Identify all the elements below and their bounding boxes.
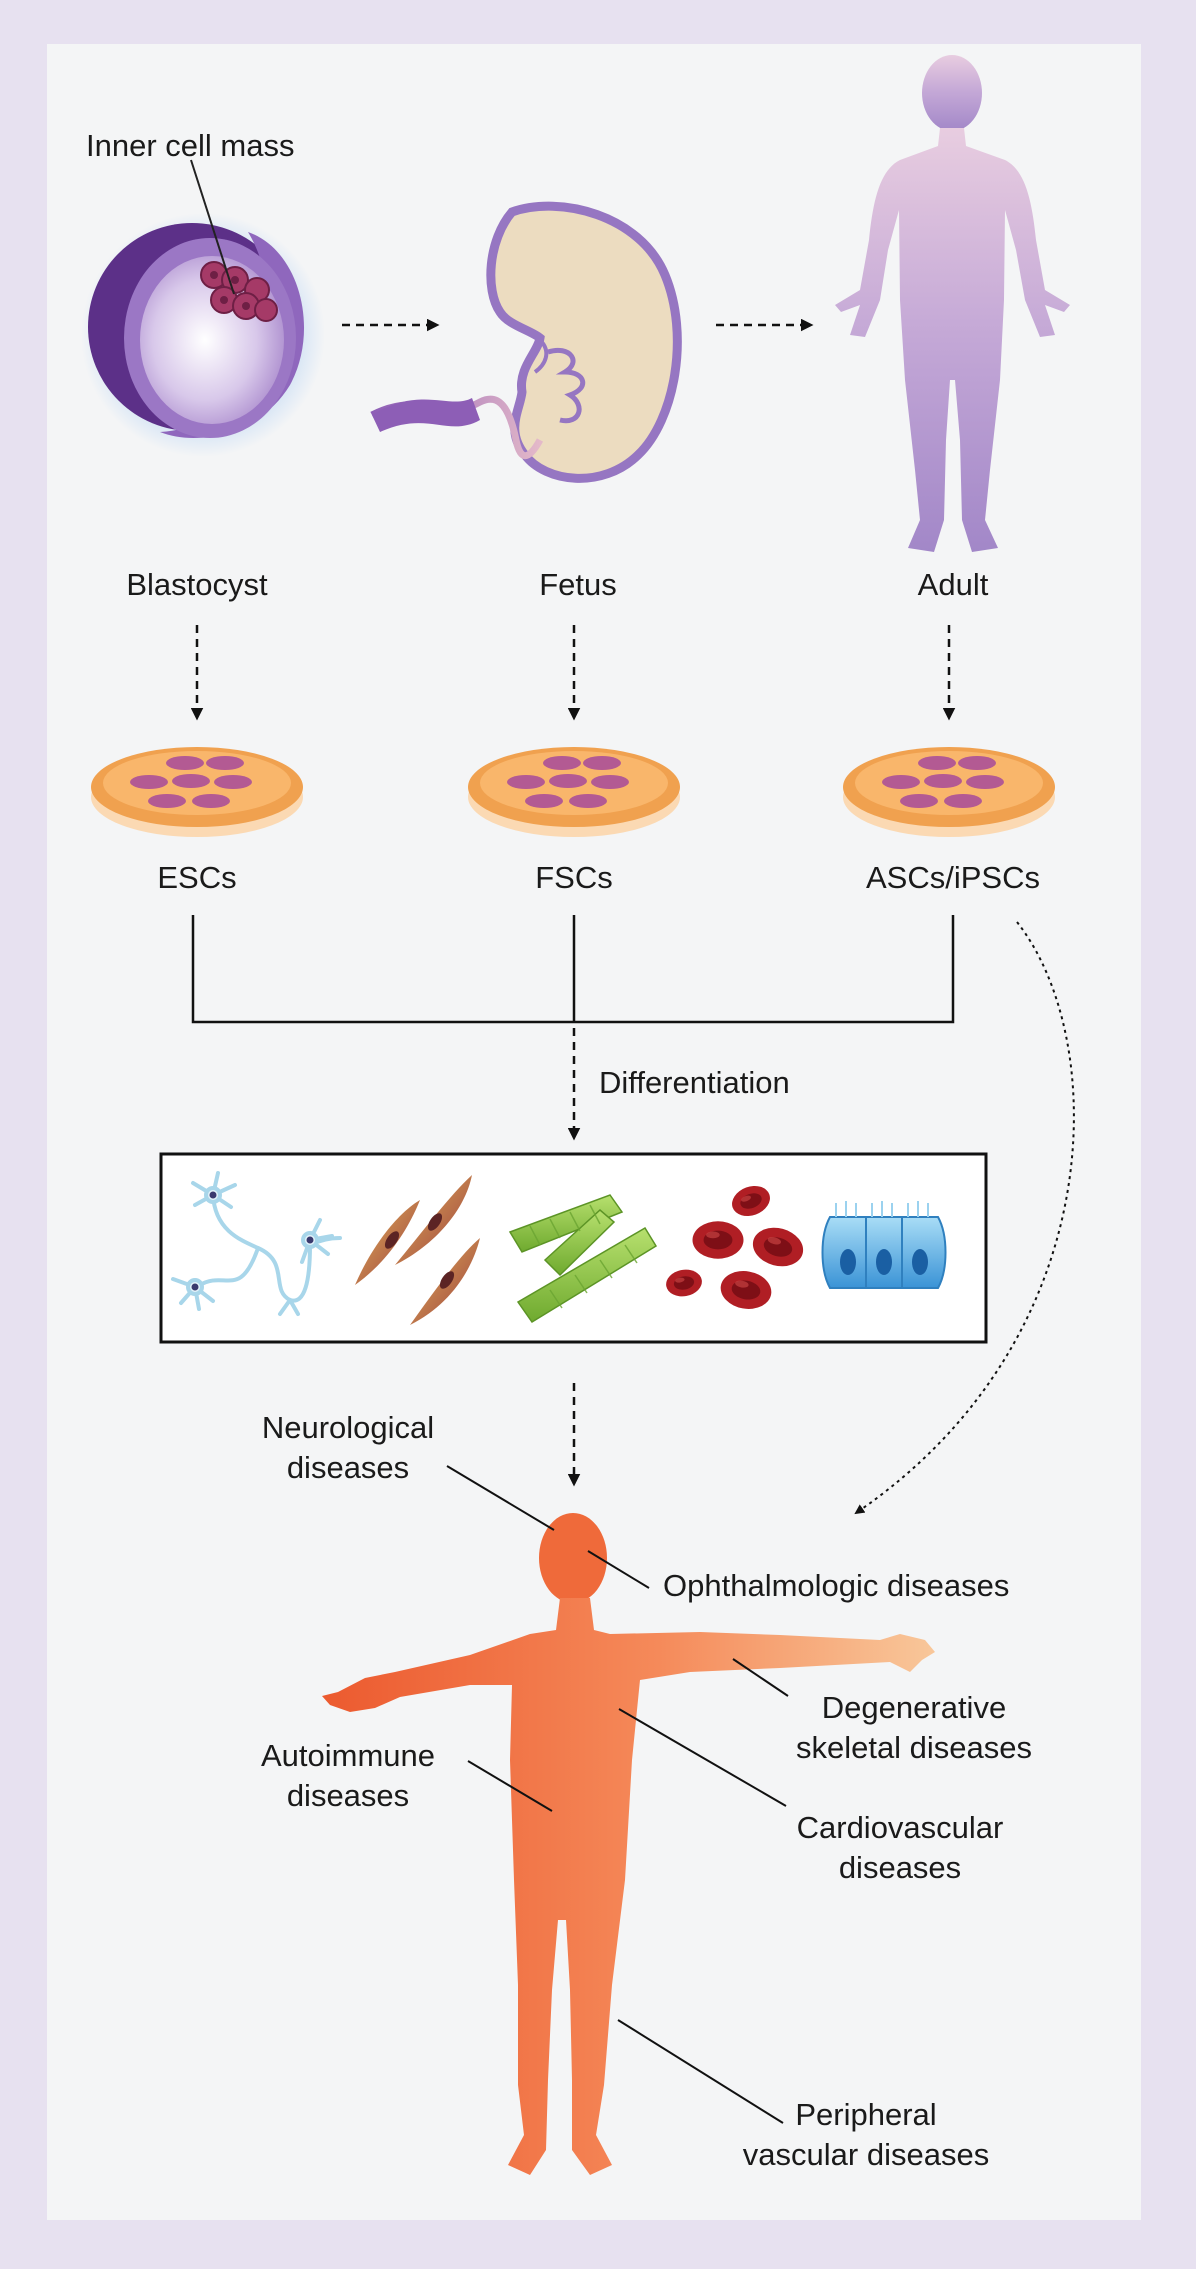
label-cardiovascular-diseases: Cardiovascular diseases [796,1810,1004,1885]
fetus-illustration [370,201,682,483]
label-ascs-ipscs: ASCs/iPSCs [866,860,1040,895]
skeletal-muscle-fibers [508,1194,658,1324]
adult-illustration [835,55,1070,552]
differentiated-cells-box [159,1152,988,1344]
culture-dish-fscs [468,747,680,837]
label-escs: ESCs [157,860,237,895]
label-neurological-diseases: Neurological diseases [261,1410,435,1485]
label-inner-cell-mass: Inner cell mass [86,128,295,163]
label-ophthalmologic-diseases: Ophthalmologic diseases [663,1568,1010,1603]
label-fscs: FSCs [535,860,613,895]
smooth-muscle-cells [355,1175,480,1325]
culture-dish-ascs [843,747,1055,837]
epithelial-cells [821,1201,947,1289]
blastocyst-illustration [81,159,325,457]
label-autoimmune-diseases: Autoimmune diseases [260,1738,436,1813]
label-blastocyst: Blastocyst [126,567,268,602]
label-adult: Adult [917,567,989,602]
label-degenerative-skeletal-diseases: Degenerative skeletal diseases [795,1690,1033,1765]
label-fetus: Fetus [539,567,617,602]
disease-leader-lines [446,1465,789,2124]
label-differentiation: Differentiation [599,1065,790,1100]
curved-arrow-ascs-to-patient [854,921,1075,1515]
culture-dish-escs [91,747,303,837]
merge-bracket [191,915,955,1024]
label-peripheral-vascular-diseases: Peripheral vascular diseases [742,2097,990,2172]
